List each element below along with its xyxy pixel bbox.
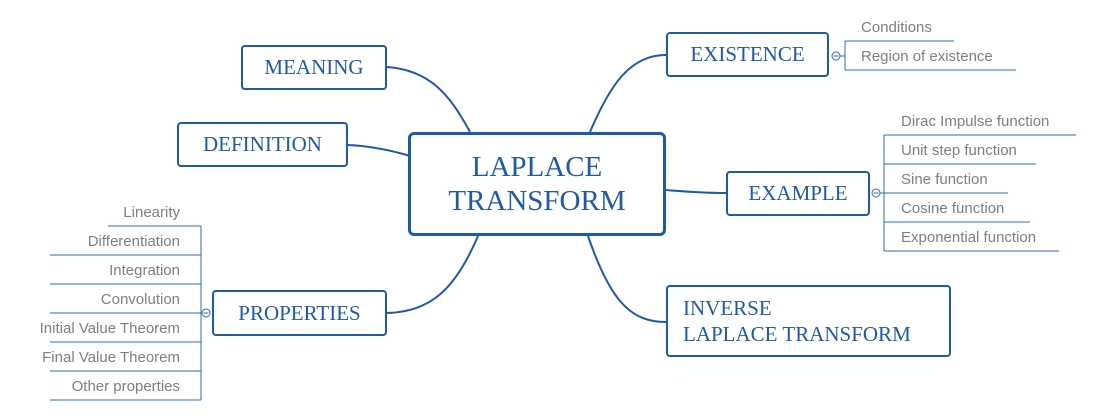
subtopic-cosine-function[interactable]: Cosine function (901, 200, 1005, 217)
topic-existence-label: EXISTENCE (690, 42, 805, 66)
topic-example[interactable]: EXAMPLE (726, 171, 870, 216)
subtopic-integration[interactable]: Integration (109, 262, 180, 279)
subtopic-dirac-impulse-function[interactable]: Dirac Impulse function (901, 113, 1050, 130)
subtopic-exponential-function[interactable]: Exponential function (901, 229, 1037, 246)
topic-properties[interactable]: PROPERTIES (212, 290, 387, 336)
link-example (665, 189, 727, 194)
link-properties (386, 235, 479, 314)
link-meaning (386, 66, 471, 133)
subtopic-initial-value-theorem[interactable]: Initial Value Theorem (39, 320, 180, 337)
subtopic-convolution[interactable]: Convolution (100, 291, 180, 308)
topic-definition-label: DEFINITION (203, 132, 322, 156)
subtopic-conditions[interactable]: Conditions (861, 19, 932, 36)
topic-inverse-line-1: INVERSE (683, 296, 772, 320)
subtopic-linearity[interactable]: Linearity (123, 204, 180, 221)
central-topic-line-1: LAPLACE (471, 151, 603, 183)
topic-existence[interactable]: EXISTENCE (666, 32, 829, 77)
subtopic-other-properties[interactable]: Other properties (71, 378, 180, 395)
link-inverse (587, 235, 667, 323)
subtopic-sine-function[interactable]: Sine function (901, 171, 988, 188)
topic-meaning-label: MEANING (264, 55, 364, 79)
subtopic-differentiation[interactable]: Differentiation (87, 233, 180, 250)
central-topic-line-2: TRANSFORM (448, 185, 626, 217)
topic-properties-label: PROPERTIES (238, 300, 361, 325)
link-definition (347, 144, 411, 157)
topic-meaning[interactable]: MEANING (241, 45, 387, 90)
topic-inverse-laplace-transform[interactable]: INVERSE LAPLACE TRANSFORM (666, 285, 951, 357)
subtopic-unit-step-function[interactable]: Unit step function (901, 142, 1017, 159)
subtopic-final-value-theorem[interactable]: Final Value Theorem (42, 349, 180, 366)
topic-example-label: EXAMPLE (748, 181, 848, 205)
topic-definition[interactable]: DEFINITION (177, 122, 348, 167)
subtopic-region-of-existence[interactable]: Region of existence (861, 48, 993, 65)
link-existence (589, 54, 667, 133)
topic-inverse-line-2: LAPLACE TRANSFORM (683, 322, 911, 346)
central-topic-laplace-transform[interactable]: LAPLACE TRANSFORM (408, 132, 666, 236)
